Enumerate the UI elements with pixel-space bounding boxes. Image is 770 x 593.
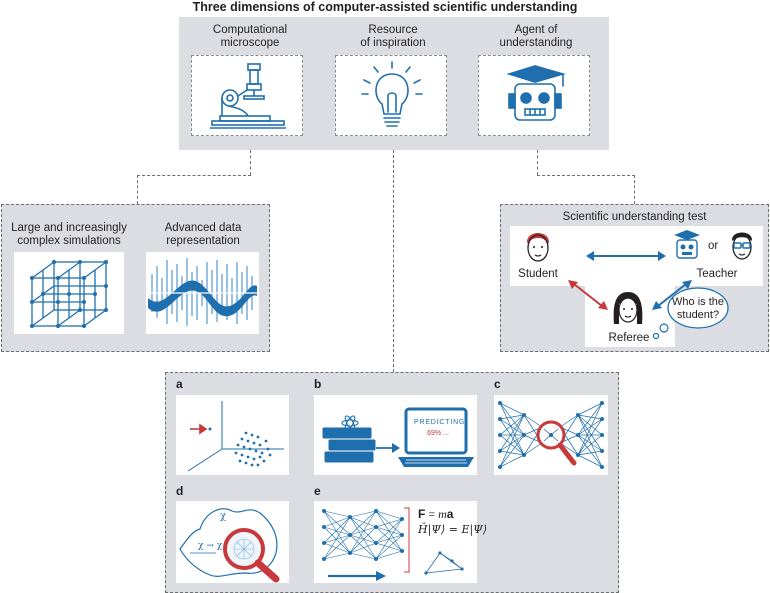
panel-b-label: b [314, 377, 322, 391]
panel-e-label: e [314, 484, 321, 498]
connector-left-drop [137, 175, 138, 204]
figure-title: Three dimensions of computer-assisted sc… [192, 0, 578, 14]
panel-c-label: c [494, 377, 501, 391]
equation-schrodinger: Ĥ|Ψ⟩ = E|Ψ⟩ [418, 523, 488, 536]
student-referee-arrow [568, 280, 608, 310]
connector-right-drop [634, 175, 635, 204]
microscope-card [191, 55, 303, 136]
connector-right-vertical [537, 150, 538, 175]
dimension-label-inspiration: Resource of inspiration [360, 24, 426, 49]
panel-a-label: a [176, 377, 183, 391]
neural-network-magnifier-icon [498, 401, 604, 469]
test-title: Scientific understanding test [562, 211, 707, 223]
neural-network-icon [322, 509, 404, 561]
laptop-screen-text: PREDICTING [414, 419, 466, 426]
arrow-right-icon [376, 443, 400, 453]
panel-b-image: PREDICTING 69% ... [314, 395, 477, 475]
panel-d-label: d [176, 484, 184, 498]
scatter-axes-icon [187, 401, 284, 472]
teacher-robot-icon [674, 230, 700, 259]
robot-card [478, 55, 590, 136]
chi-symbol: χ [220, 511, 227, 522]
connector-right-horizontal [537, 175, 635, 176]
thought-bubble [652, 287, 729, 340]
laptop-screen-percent: 69% ... [427, 430, 449, 437]
teacher-label: Teacher [696, 268, 738, 280]
connector-center-vertical [393, 150, 394, 372]
panel-a-image [176, 395, 289, 475]
data-representation-label: Advanced data representation [164, 222, 242, 247]
student-teacher-arrow [586, 251, 666, 261]
chi-map-label: χ → χ [198, 541, 223, 551]
student-label: Student [518, 268, 558, 280]
simulations-label: Large and increasingly complex simulatio… [11, 222, 127, 247]
referee-face-icon [613, 292, 643, 324]
panel-d-image: χ χ → χ [176, 501, 289, 583]
teacher-human-icon [732, 232, 752, 260]
waveform-image [146, 252, 259, 334]
thought-bubble-text: Who is the student? [672, 296, 724, 321]
waveform-icon [148, 258, 257, 326]
student-face-icon [527, 233, 549, 262]
microscope-icon [210, 63, 286, 129]
arrow-bottom-icon [328, 571, 386, 581]
referee-label: Referee [608, 332, 650, 344]
manifold-magnifier-icon [179, 508, 280, 583]
lightbulb-icon [361, 61, 423, 127]
equation-newton: F = ma [418, 507, 454, 521]
graph-icon [424, 551, 464, 575]
books-icon [321, 415, 377, 464]
bracket-icon [404, 507, 410, 573]
connector-left-vertical [250, 150, 251, 175]
scatter-cluster [234, 431, 272, 467]
cube-lattice-icon [30, 260, 108, 328]
lattice-image [14, 252, 124, 334]
panel-e-image: F = ma Ĥ|Ψ⟩ = E|Ψ⟩ [314, 501, 487, 583]
robot-icon [506, 65, 566, 121]
connector-left-horizontal [137, 175, 251, 176]
teacher-referee-arrow [652, 280, 692, 310]
laptop-icon [398, 407, 474, 467]
dimension-label-microscope: Computational microscope [212, 24, 288, 49]
or-label: or [708, 240, 719, 252]
lightbulb-card [335, 55, 447, 136]
dimension-label-agent: Agent of understanding [499, 24, 573, 49]
panel-c-image [494, 395, 608, 475]
